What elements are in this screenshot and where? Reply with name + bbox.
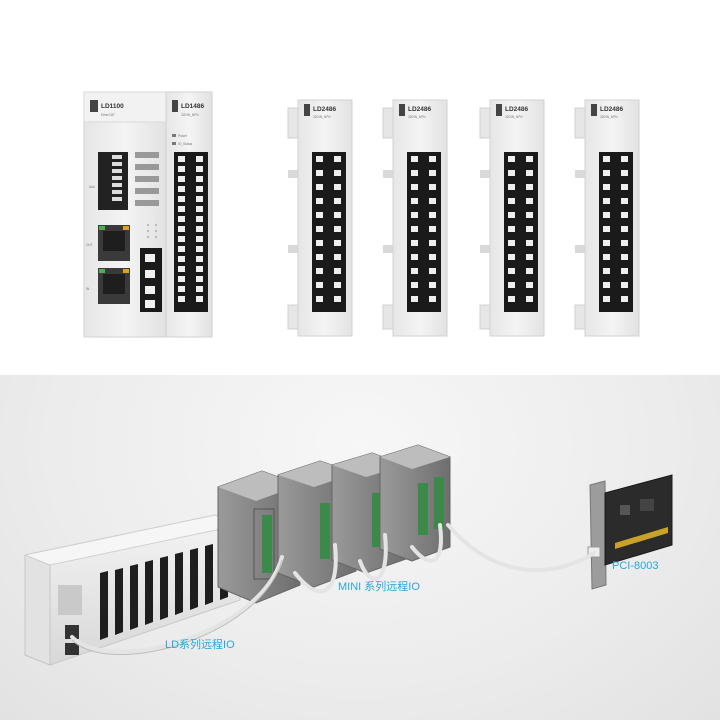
product-lineup-panel: LD1100 EtherCAT Add OUT IN: [83, 91, 640, 338]
logo-icon: [90, 100, 98, 112]
logo-icon: [172, 100, 178, 112]
ethernet-cables: [70, 523, 596, 654]
logo-icon: [304, 104, 310, 116]
pci-8003-card: [587, 474, 673, 590]
product-lineup-illustration: LD1100 EtherCAT Add OUT IN: [83, 91, 640, 338]
led-status-label: IO_Status: [178, 142, 193, 146]
ld2486-sub-4: 32DIN_NPN: [600, 115, 618, 119]
ld2486-module-2: LD2486 32DIN_NPN: [382, 99, 448, 337]
system-connection-illustration: LD系列远程IO MINI 系列远程IO PCI-8003: [23, 444, 673, 666]
dip-switch: [98, 152, 128, 210]
port-out-label: OUT: [86, 243, 93, 247]
ld1486-sub: 32DIN_NPN: [181, 113, 199, 117]
pci-card-label: PCI-8003: [612, 560, 658, 572]
dip-label: Add: [89, 185, 95, 189]
rj45-port: [65, 625, 79, 639]
ld2486-model-3: LD2486: [505, 106, 529, 113]
rj45-port: [65, 643, 79, 655]
port-in-label: IN: [86, 287, 90, 291]
ld2486-sub-3: 32DIN_NPN: [505, 115, 523, 119]
ld2486-model-4: LD2486: [600, 106, 624, 113]
mini-series-label: MINI 系列远程IO: [338, 579, 420, 593]
ld2486-sub-2: 32DIN_NPN: [408, 115, 426, 119]
power-terminal: [140, 248, 162, 312]
ld-series-rack: [23, 514, 242, 666]
coupler-model: LD1100: [101, 103, 124, 110]
ld1100-coupler: LD1100 EtherCAT Add OUT IN: [83, 91, 167, 338]
logo-icon: [399, 104, 405, 116]
led-power-label: Power: [178, 134, 188, 138]
ld1486-module: LD1486 32DIN_NPN Power IO_Status: [165, 91, 213, 338]
system-connection-panel: LD系列远程IO MINI 系列远程IO PCI-8003: [0, 375, 720, 720]
ld2486-model-1: LD2486: [313, 106, 337, 113]
ld1486-model: LD1486: [181, 103, 205, 110]
coupler-sub: EtherCAT: [101, 113, 115, 117]
ld2486-module-3: LD2486 32DIN_NPN: [479, 99, 545, 337]
ld2486-module-1: LD2486 32DIN_NPN: [287, 99, 353, 337]
logo-icon: [496, 104, 502, 116]
ld2486-module-4: LD2486 32DIN_NPN: [574, 99, 640, 337]
ld2486-model-2: LD2486: [408, 106, 432, 113]
mini-module-4: [379, 444, 451, 562]
cable-shadow: [71, 559, 283, 655]
logo-icon: [591, 104, 597, 116]
ld-series-label: LD系列远程IO: [165, 637, 235, 651]
ld2486-sub-1: 32DIN_NPN: [313, 115, 331, 119]
coupler-face: [58, 585, 82, 615]
